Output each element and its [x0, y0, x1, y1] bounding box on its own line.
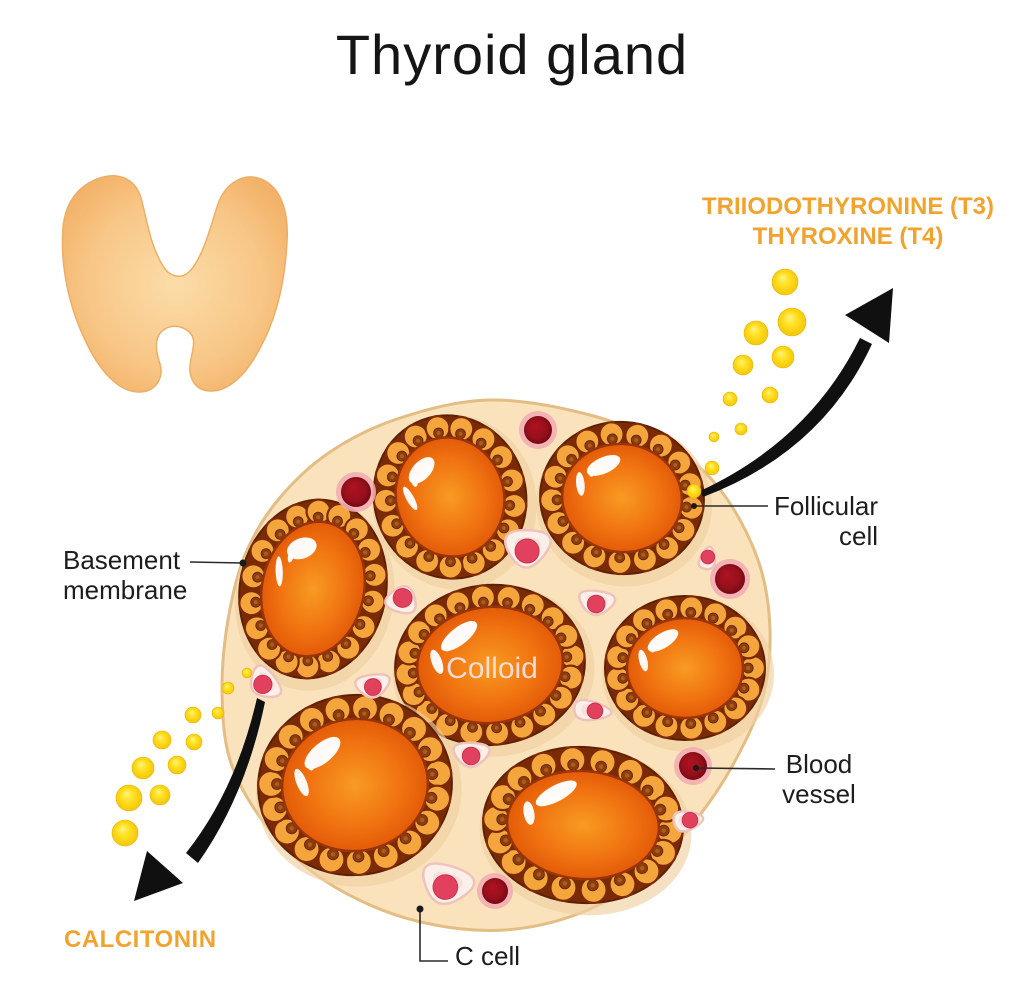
blood-vessel	[477, 873, 513, 909]
blood-vessel	[336, 472, 376, 512]
hormone-droplet	[777, 307, 807, 337]
follicular-cell-dot	[691, 503, 697, 509]
blood-vessel-label: Blood vessel	[782, 749, 856, 809]
c-cell-leader	[419, 909, 448, 962]
c-cell	[572, 698, 613, 722]
follicle	[372, 414, 537, 590]
c-cells-layer	[249, 528, 717, 906]
follicle	[536, 420, 713, 587]
c-cell	[249, 664, 283, 699]
c-cell	[697, 545, 717, 571]
cell-nuclei	[496, 758, 670, 892]
cell-nuclei	[407, 596, 573, 734]
basement-membrane-leader	[189, 561, 244, 564]
hormone-droplet	[734, 422, 748, 436]
thyroid-gland-shape	[61, 175, 289, 393]
c-cell	[504, 528, 552, 569]
follicle	[392, 583, 595, 757]
hormone-droplet	[686, 483, 702, 499]
hormone-droplet	[211, 706, 225, 720]
c-cell	[672, 810, 705, 833]
basement-membrane-dot	[239, 559, 247, 567]
hormone-droplet	[241, 667, 253, 679]
cell-nuclei	[271, 707, 439, 863]
page-title: Thyroid gland	[335, 23, 689, 86]
hormone-droplet	[708, 431, 720, 443]
hormone-droplet	[732, 354, 754, 376]
hormone-droplet	[131, 756, 155, 780]
follicle	[602, 595, 774, 752]
hormone-droplet	[722, 391, 738, 407]
follicle	[234, 498, 395, 691]
blood-vessel	[674, 747, 712, 785]
hormone-droplet	[152, 730, 172, 750]
c-cell-label: C cell	[455, 941, 521, 971]
calcitonin-arrow-head	[134, 851, 183, 901]
colloid-highlight	[430, 621, 478, 674]
t3-t4-arrow-head	[845, 288, 893, 343]
c-cell	[422, 862, 476, 906]
c-cell	[578, 589, 617, 617]
cell-nuclei	[551, 433, 692, 563]
hormone-droplet	[771, 268, 799, 296]
arrows-layer	[134, 288, 893, 901]
hormone-droplets-layer	[111, 268, 807, 847]
hormone-droplet	[221, 681, 235, 695]
follicle	[479, 745, 692, 916]
colloid-label: Colloid	[446, 652, 538, 685]
hormone-droplet	[704, 460, 720, 476]
cell-nuclei	[384, 427, 516, 568]
thyroxine-line: THYROXINE (T4)	[752, 223, 944, 250]
hormone-droplet	[115, 784, 143, 812]
hormone-droplet	[771, 345, 795, 369]
c-cell	[353, 673, 391, 699]
calcitonin-arrow-shaft	[186, 698, 265, 863]
blood-vessel	[519, 411, 557, 449]
hormone-droplet	[184, 706, 202, 724]
hormone-droplet	[149, 784, 171, 806]
c-cell	[384, 585, 417, 615]
follicle	[255, 693, 462, 887]
colloid-highlight	[402, 457, 435, 511]
c-cell	[452, 741, 491, 769]
t3-t4-arrow-shaft	[700, 338, 872, 497]
c-cell-dot	[416, 905, 424, 913]
blood-vessel-dot	[693, 765, 699, 771]
basement-membrane-label: Basement membrane	[63, 545, 188, 605]
blood-vessel	[710, 559, 750, 599]
follicles-layer	[234, 414, 774, 916]
colloid-highlight	[523, 780, 577, 825]
hormone-droplet	[111, 819, 139, 847]
hormone-droplet	[743, 320, 769, 346]
hormone-droplet	[761, 386, 779, 404]
hormone-droplet	[167, 755, 187, 775]
calcitonin-label: CALCITONIN	[64, 926, 217, 953]
colloid-highlight	[638, 629, 679, 672]
cell-nuclei	[250, 511, 376, 667]
follicular-cell-label: Follicular cell	[773, 491, 878, 551]
blood-vessel-leader	[696, 767, 776, 770]
hormone-droplet	[185, 733, 203, 751]
blood-vessels-layer	[336, 411, 750, 909]
colloid-highlight	[294, 736, 341, 797]
colloid-highlight	[575, 455, 621, 496]
hormone-t3-t4-label: TRIIODOTHYRONINE (T3) THYROXINE (T4)	[662, 192, 1024, 252]
triiodothyronine-line: TRIIODOTHYRONINE (T3)	[702, 193, 994, 220]
cell-nuclei	[617, 607, 754, 729]
leader-lines-layer	[189, 503, 776, 962]
colloid-highlight	[275, 537, 317, 587]
